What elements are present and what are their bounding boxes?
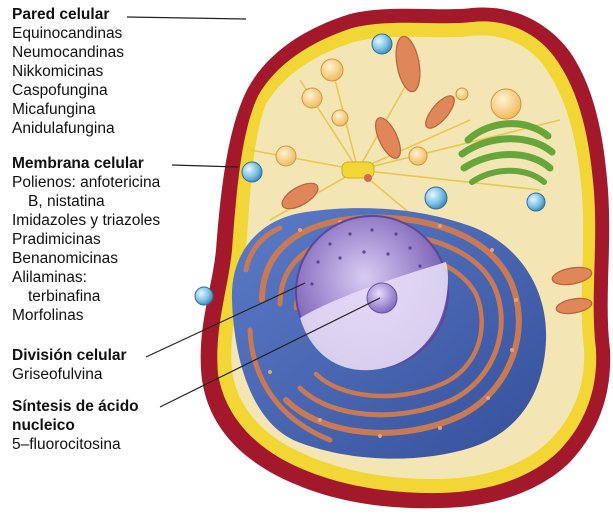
cell-wall-heading: Pared celular: [12, 6, 109, 24]
nucleolus: [367, 283, 397, 313]
cell-wall-drug: Nikkomicinas: [12, 63, 103, 81]
cell-membrane-drug: Alilaminas:: [12, 269, 87, 287]
cell-division-drug: Griseofulvina: [12, 366, 102, 384]
nucleic-acid-drug: 5–fluorocitosina: [12, 436, 121, 454]
cell-membrane-drug: Benanomicinas: [12, 250, 118, 268]
cell-wall-drug: Equinocandinas: [12, 25, 122, 43]
cell-wall-drug: Caspofungina: [12, 82, 108, 100]
cell-membrane-drug: B, nistatina: [28, 193, 105, 211]
cell-membrane-heading: Membrana celular: [12, 155, 144, 173]
cell-membrane-drug: Imidazoles y triazoles: [12, 212, 160, 230]
cell-membrane-drug: Pradimicinas: [12, 231, 101, 249]
cell-wall-drug: Micafungina: [12, 101, 96, 119]
cell-membrane-drug: terbinafina: [28, 288, 100, 306]
centriole: [364, 174, 372, 182]
nucleic-acid-heading-line2: nucleico: [12, 417, 75, 435]
cell-wall-drug: Anidulafungina: [12, 120, 115, 138]
cell-membrane-drug: Morfolinas: [12, 307, 84, 325]
cell-wall-drug: Neumocandinas: [12, 44, 124, 62]
cell-division-heading: División celular: [12, 347, 127, 365]
nucleic-acid-heading-line1: Síntesis de ácido: [12, 398, 139, 416]
cell-membrane-drug: Polienos: anfotericina: [12, 174, 160, 192]
